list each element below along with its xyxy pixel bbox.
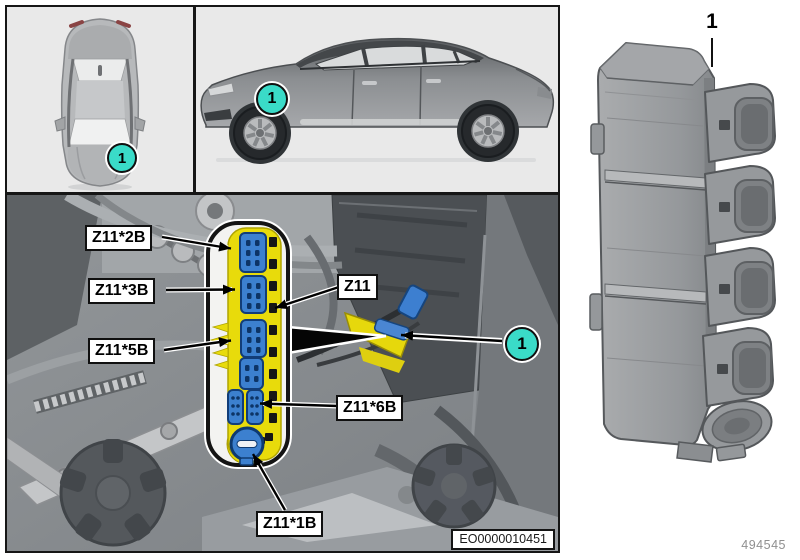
engine-bay-photo: Z11*2B Z11*3B Z11*5B Z11 Z11*6B Z11*1B E… <box>7 195 558 551</box>
module-callout-number[interactable]: 1 <box>706 10 718 33</box>
label-z11: Z11 <box>337 274 378 301</box>
car-side-view-illustration <box>200 37 555 164</box>
car-top-view-illustration <box>54 18 146 191</box>
view-direction-wedge <box>288 327 386 353</box>
car-side-view-panel: 1 <box>196 7 558 192</box>
module-callout-line <box>711 38 713 67</box>
callout-1-badge-engine[interactable]: 1 <box>505 327 539 361</box>
label-z11-6b: Z11*6B <box>336 395 404 422</box>
connector-extra <box>239 357 264 390</box>
callout-number: 1 <box>117 149 127 167</box>
module-detail-panel: 1 <box>560 0 800 560</box>
connector-z11-3b <box>240 275 267 314</box>
connector-z11-2b <box>239 232 267 273</box>
cap-right <box>411 443 497 529</box>
callout-number: 1 <box>517 334 527 353</box>
label-z11-1b: Z11*1B <box>256 511 324 538</box>
label-z11-3b: Z11*3B <box>88 278 156 305</box>
car-top-view-panel: 1 <box>7 7 193 192</box>
callout-number: 1 <box>267 90 277 107</box>
connector-z11-6b <box>246 389 264 425</box>
panel-divider-vertical <box>193 7 196 192</box>
label-z11-5b: Z11*5B <box>88 338 156 365</box>
label-z11-2b: Z11*2B <box>85 225 153 252</box>
oil-cap-left <box>59 439 167 547</box>
eo-number-label: EO0000010451 <box>451 529 555 550</box>
leader-arrows <box>161 234 503 512</box>
callout-1-badge-side-view[interactable]: 1 <box>256 83 288 115</box>
callout-1-badge-top-view[interactable]: 1 <box>107 143 137 173</box>
connector-z11-5b <box>240 319 267 358</box>
engine-bay-illustration <box>7 195 558 551</box>
panel-divider-horizontal <box>7 192 558 195</box>
figure-frame: 1 <box>5 5 560 553</box>
integrated-supply-module-illustration <box>589 42 776 463</box>
drawing-part-number: 494545 <box>741 538 786 552</box>
connector-small-left <box>227 389 244 425</box>
